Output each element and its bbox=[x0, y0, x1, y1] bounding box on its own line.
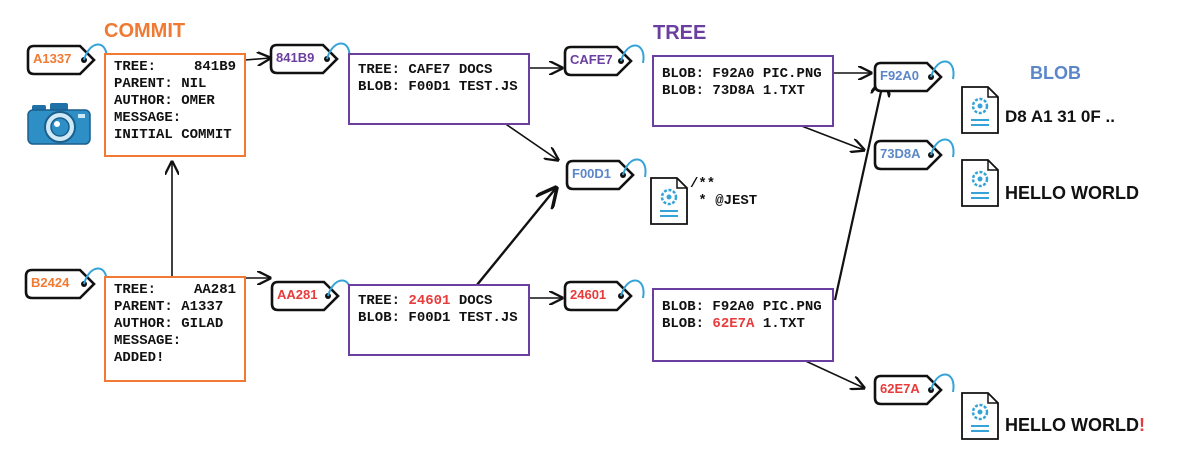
tag-cafe7-shape bbox=[563, 44, 645, 77]
tree-row: BLOB: 73D8A 1.TXT bbox=[662, 83, 805, 99]
tree-row: BLOB: 62E7A 1.TXT bbox=[662, 316, 805, 332]
tree-row: BLOB: F00D1 TEST.JS bbox=[358, 79, 518, 95]
arrow-commit1-to-tree-841b9 bbox=[244, 58, 270, 60]
blob-text: HELLO WORLD bbox=[1005, 415, 1139, 435]
tag-label-a1337: A1337 bbox=[33, 51, 72, 66]
tag-label-f92a0: F92A0 bbox=[880, 68, 920, 83]
commit-box-a1337: TREE:841B9 PARENT: NIL AUTHOR: OMER MESS… bbox=[104, 53, 246, 157]
tag-label-62e7a: 62E7A bbox=[880, 381, 920, 396]
commit-box-b2424: TREE:AA281 PARENT: A1337 AUTHOR: GILAD M… bbox=[104, 276, 246, 382]
tag-label-24601: 24601 bbox=[570, 287, 607, 302]
tag-a1337-shape bbox=[26, 43, 108, 76]
tag-label-cafe7: CAFE7 bbox=[570, 52, 613, 67]
blob-content-73d8a: HELLO WORLD bbox=[1005, 183, 1139, 203]
blob-content-f92a0: D8 A1 31 0F .. bbox=[1005, 107, 1115, 126]
tree-row: BLOB: F92A0 PIC.PNG bbox=[662, 299, 822, 315]
tag-73d8a-shape bbox=[873, 138, 955, 171]
tree-row: TREE: 24601 DOCS bbox=[358, 293, 493, 309]
blob-suffix: ! bbox=[1138, 415, 1145, 435]
commit-row: PARENT: NIL bbox=[114, 76, 207, 92]
tree-box-cafe7: BLOB: F92A0 PIC.PNG BLOB: 73D8A 1.TXT bbox=[652, 55, 834, 127]
heading-commit: COMMIT bbox=[104, 20, 186, 42]
doc-icon-f92a0 bbox=[961, 86, 999, 134]
commit-row: AUTHOR: OMER bbox=[114, 93, 215, 109]
tag-24601-shape bbox=[563, 279, 645, 312]
heading-blob: BLOB bbox=[1030, 63, 1081, 83]
tag-f92a0-shape bbox=[873, 60, 955, 93]
tree-row: BLOB: F92A0 PIC.PNG bbox=[662, 66, 822, 82]
tag-841b9-shape bbox=[269, 42, 351, 75]
commit-row: MESSAGE: bbox=[114, 333, 182, 349]
doc-icon-f00d1 bbox=[650, 177, 688, 225]
tree-row: BLOB: F00D1 TEST.JS bbox=[358, 310, 518, 326]
blob-documents bbox=[650, 86, 999, 440]
tag-label-f00d1: F00D1 bbox=[572, 166, 612, 181]
tag-aa281-shape bbox=[270, 279, 352, 312]
tree-box-841b9: TREE: CAFE7 DOCS BLOB: F00D1 TEST.JS bbox=[348, 53, 530, 125]
commit-row: PARENT: A1337 bbox=[114, 299, 224, 315]
heading-tree: TREE bbox=[653, 22, 707, 44]
tag-62e7a-shape bbox=[873, 373, 955, 406]
commit-row: TREE:AA281 bbox=[114, 282, 236, 298]
blob-content-62e7a: HELLO WORLD! bbox=[1005, 415, 1145, 436]
tag-label-aa281: AA281 bbox=[277, 287, 318, 302]
hash-tags bbox=[24, 42, 955, 406]
commit-row: TREE:841B9 bbox=[114, 59, 236, 75]
commit-row: INITIAL COMMIT bbox=[114, 127, 232, 143]
tree-box-aa281: TREE: 24601 DOCS BLOB: F00D1 TEST.JS bbox=[348, 284, 530, 356]
tag-f00d1-shape bbox=[565, 158, 647, 191]
tree-box-24601: BLOB: F92A0 PIC.PNG BLOB: 62E7A 1.TXT bbox=[652, 288, 834, 362]
camera-icon bbox=[27, 103, 91, 145]
doc-icon-62e7a bbox=[961, 392, 999, 440]
arrow-24601-to-f92a0 bbox=[833, 78, 884, 301]
blob-content-f00d1: /** * @JEST bbox=[690, 176, 758, 209]
commit-row: AUTHOR: GILAD bbox=[114, 316, 224, 332]
tag-label-73d8a: 73D8A bbox=[880, 146, 921, 161]
commit-row: MESSAGE: bbox=[114, 110, 182, 126]
doc-icon-73d8a bbox=[961, 159, 999, 207]
commit-row: ADDED! bbox=[114, 350, 165, 366]
tag-label-b2424: B2424 bbox=[31, 275, 70, 290]
tree-row: TREE: CAFE7 DOCS bbox=[358, 62, 493, 78]
tag-label-841b9: 841B9 bbox=[276, 50, 315, 65]
